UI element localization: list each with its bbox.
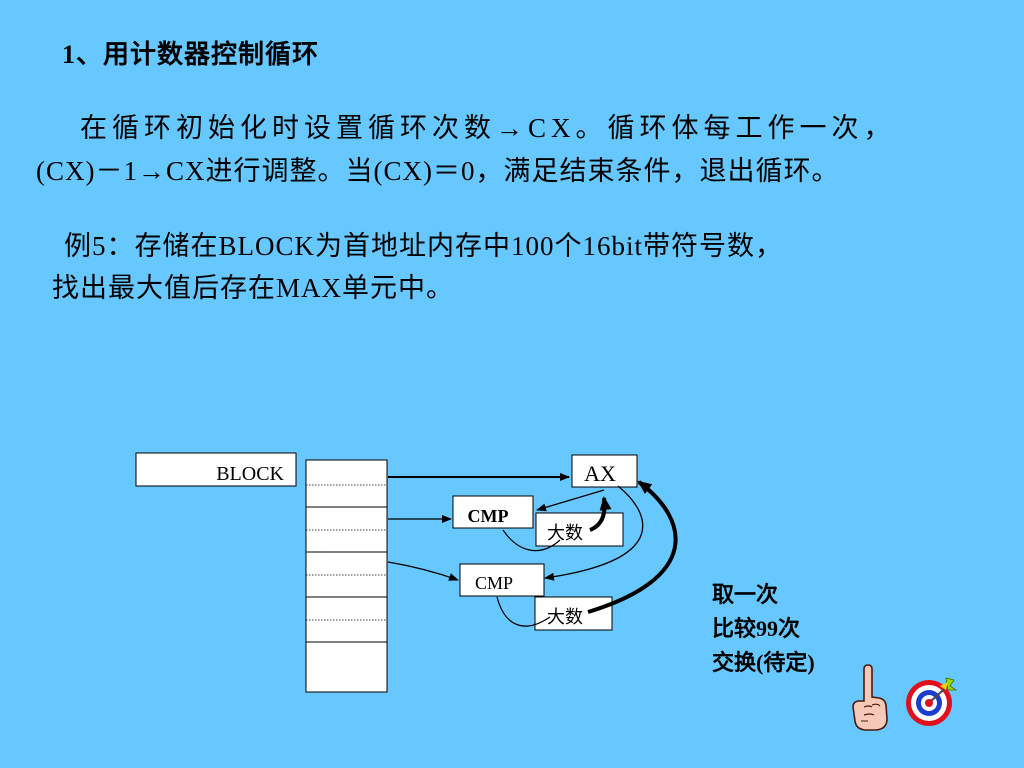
cmp-label-1: CMP [468, 506, 509, 526]
big-number-box-1 [535, 512, 624, 547]
cmp1-to-big1-line [502, 529, 561, 552]
slide-title: 1、用计数器控制循环 [62, 40, 320, 69]
note-fetch-once: 取一次 [712, 582, 779, 607]
ax-to-cmp1-arrow [536, 489, 605, 512]
big2-to-ax-bold-arrow [587, 480, 678, 614]
flow-arrows [387, 473, 678, 627]
cmp-box-2 [459, 563, 545, 597]
note-swap-pending: 交换(待定) [712, 650, 815, 675]
example-line-2: 找出最大值后存在MAX单元中。 [52, 273, 455, 303]
ax-label: AX [584, 461, 616, 486]
big-number-box-2 [534, 596, 613, 631]
example-line-1: 例5：存储在BLOCK为首地址内存中100个16bit带符号数， [64, 231, 784, 261]
memory-cells [305, 459, 388, 693]
description-line-2: (CX)－1→CX进行调整。当(CX)＝0，满足结束条件，退出循环。 [36, 156, 840, 186]
ax-to-cmp2-arrow [544, 485, 644, 581]
description-line-1: 在循环初始化时设置循环次数→CX。循环体每工作一次， [80, 113, 896, 143]
note-compare-99: 比较99次 [712, 616, 801, 641]
block-label: BLOCK [216, 463, 284, 485]
big1-to-ax-bold-arrow [589, 496, 612, 532]
big-number-label-2: 大数 [547, 607, 583, 627]
operation-notes: 取一次 比较99次 交换(待定) [712, 578, 815, 680]
cmp-box-1 [452, 495, 534, 529]
big-number-label-1: 大数 [547, 523, 583, 543]
cmp2-to-big2-line [496, 596, 551, 627]
memory-to-cmp2-arrow [387, 561, 459, 581]
cmp-label-2: CMP [475, 573, 513, 593]
block-label-box [135, 452, 297, 487]
target-icon[interactable] [904, 674, 958, 728]
pointing-hand-icon [852, 664, 888, 731]
ax-register-box [571, 454, 638, 488]
